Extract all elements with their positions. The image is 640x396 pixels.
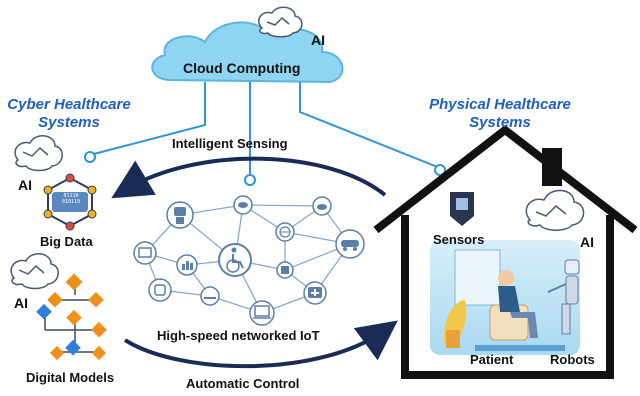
brain-icon <box>258 6 303 38</box>
iot-node-sensor <box>200 286 220 306</box>
cyber-title-line1: Cyber Healthcare <box>7 96 131 113</box>
sensors-label: Sensors <box>433 232 485 247</box>
cloud-ai-label: AI <box>311 32 325 48</box>
house-chimney <box>542 148 562 186</box>
house-outline <box>373 124 638 379</box>
big-data-bits: 01110 010110 <box>61 193 81 205</box>
iot-node-monitor <box>133 241 157 265</box>
robots-label: Robots <box>550 352 595 367</box>
physical-title-line2: Systems <box>469 114 531 131</box>
patient-figure <box>489 270 538 341</box>
wheelchair-icon <box>218 243 252 277</box>
left-ai-label-bottom: AI <box>14 295 28 311</box>
automatic-control-label: Automatic Control <box>186 376 300 391</box>
big-data-icon <box>43 173 97 231</box>
iot-node-robot <box>166 201 194 229</box>
big-data-label: Big Data <box>40 234 93 249</box>
physical-title-line1: Physical Healthcare <box>429 96 571 113</box>
iot-node-camera <box>233 195 253 215</box>
iot-node-globe <box>275 222 295 242</box>
iot-node-laptop <box>249 300 275 326</box>
iot-node-cloud <box>312 196 332 216</box>
brain-icon <box>10 253 59 290</box>
brain-icon <box>525 189 585 231</box>
connector-node-center <box>244 174 256 186</box>
iot-node-watch <box>148 278 172 302</box>
iot-node-car <box>335 229 365 259</box>
robot-figure <box>547 259 580 335</box>
intelligent-sensing-arrow <box>111 156 387 199</box>
physical-title: Physical Healthcare Systems <box>420 96 580 132</box>
automatic-control-arrow <box>123 320 398 369</box>
patient-label: Patient <box>470 352 514 367</box>
digital-models-icon <box>36 273 107 361</box>
left-ai-label-top: AI <box>18 177 32 193</box>
cyber-title-line2: Systems <box>38 114 100 131</box>
cyber-title: Cyber Healthcare Systems <box>4 96 134 132</box>
cloud-connectors <box>89 82 441 178</box>
sensor-icon <box>450 192 474 226</box>
connector-node-right <box>434 164 446 176</box>
brain-icon <box>14 135 63 172</box>
iot-node-chart <box>176 254 198 276</box>
connector-node-left <box>84 151 96 163</box>
network-label: High-speed networked IoT <box>157 328 320 343</box>
digital-models-label: Digital Models <box>26 370 115 385</box>
cloud-label: Cloud Computing <box>183 60 301 76</box>
iot-node-medical-kit <box>303 281 327 305</box>
house-ai-label: AI <box>580 234 594 250</box>
cloud-shape <box>151 21 344 84</box>
iot-node-chip <box>276 261 294 279</box>
intelligent-sensing-label: Intelligent Sensing <box>172 136 288 151</box>
